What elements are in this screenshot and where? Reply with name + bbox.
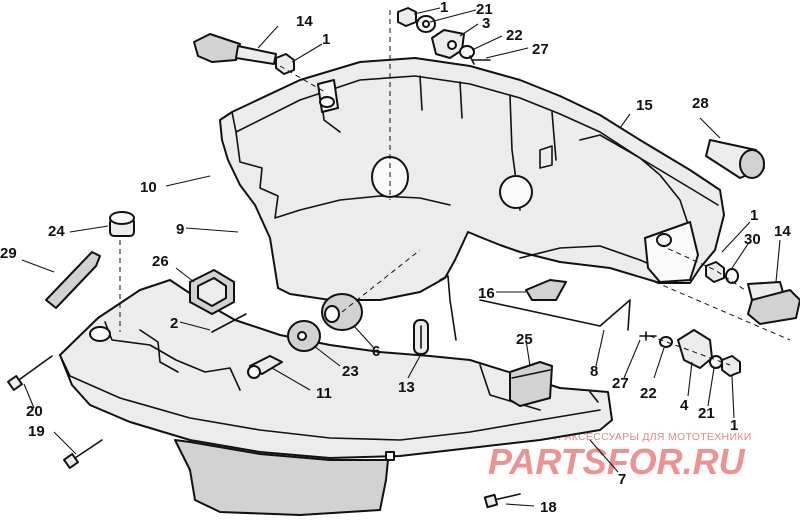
wire-8 bbox=[479, 299, 631, 331]
shell-tag bbox=[385, 451, 395, 461]
nut-bottom-1 bbox=[721, 355, 741, 377]
pin-2 bbox=[211, 313, 247, 333]
assembly-line-right-lower bbox=[654, 281, 791, 341]
callout-24: 24 bbox=[48, 223, 65, 240]
callout-27-bottom: 27 bbox=[612, 375, 629, 392]
callout-26: 26 bbox=[152, 253, 169, 270]
nut-top-left bbox=[275, 53, 295, 75]
callout-10: 10 bbox=[140, 179, 157, 196]
callout-16: 16 bbox=[478, 285, 495, 302]
washer-bottom-21 bbox=[709, 355, 723, 369]
leader-lines bbox=[21, 7, 781, 507]
lower-cover-shell bbox=[59, 279, 613, 516]
callout-6: 6 bbox=[372, 343, 380, 360]
callout-1-top-center: 1 bbox=[440, 0, 448, 16]
callout-14-top: 14 bbox=[296, 13, 313, 30]
shell-boss bbox=[89, 326, 111, 342]
callout-1-top-left: 1 bbox=[322, 31, 330, 48]
slot-clip-13 bbox=[413, 319, 429, 355]
stud-11 bbox=[247, 355, 283, 379]
callout-9: 9 bbox=[176, 221, 184, 238]
callout-22-top: 22 bbox=[506, 27, 523, 44]
bolt-19 bbox=[63, 439, 103, 469]
grommet-24 bbox=[109, 211, 135, 237]
callout-21-bottom: 21 bbox=[698, 405, 715, 422]
washer-30 bbox=[725, 268, 739, 284]
upper-cover-pan bbox=[219, 57, 725, 341]
lever-right bbox=[747, 281, 800, 325]
nut-right-1 bbox=[705, 261, 725, 283]
callout-27-top: 27 bbox=[532, 41, 549, 58]
nut-top-center bbox=[397, 7, 417, 27]
strip-29 bbox=[45, 251, 101, 309]
screw-top-27 bbox=[469, 55, 491, 65]
callout-4: 4 bbox=[680, 397, 689, 414]
lever-top bbox=[193, 33, 277, 65]
callout-20: 20 bbox=[26, 403, 43, 420]
sleeve-28 bbox=[705, 139, 765, 179]
callout-18: 18 bbox=[540, 499, 557, 516]
callout-23: 23 bbox=[342, 363, 359, 380]
callout-22-bottom: 22 bbox=[640, 385, 657, 402]
watermark-logo: PARTSFOR.RU bbox=[488, 441, 746, 482]
washer-bottom-22 bbox=[659, 336, 673, 348]
disc-23 bbox=[287, 320, 321, 352]
bracket-bottom-4 bbox=[677, 329, 713, 369]
washer-top-22 bbox=[459, 45, 475, 59]
callout-29: 29 bbox=[0, 245, 17, 262]
callout-2: 2 bbox=[170, 315, 178, 332]
assembly-line-bumper bbox=[341, 249, 421, 313]
pad-16 bbox=[525, 279, 567, 301]
callout-7: 7 bbox=[618, 471, 626, 488]
pan-boss-right bbox=[499, 175, 533, 209]
assembly-line-right bbox=[659, 244, 746, 291]
callout-3-top: 3 bbox=[482, 15, 490, 32]
shell-bottom-skirt bbox=[174, 439, 389, 516]
callout-19: 19 bbox=[28, 423, 45, 440]
callout-15: 15 bbox=[636, 97, 653, 114]
callout-21-top: 21 bbox=[476, 1, 493, 18]
block-25 bbox=[509, 361, 553, 407]
callout-8: 8 bbox=[590, 363, 598, 380]
callout-11: 11 bbox=[316, 385, 332, 402]
callout-25: 25 bbox=[516, 331, 533, 348]
callout-30: 30 bbox=[744, 231, 761, 248]
callout-28: 28 bbox=[692, 95, 709, 112]
bolt-20 bbox=[7, 355, 53, 391]
callout-13: 13 bbox=[398, 379, 415, 396]
callout-1-right: 1 bbox=[750, 207, 758, 224]
callout-14-right: 14 bbox=[774, 223, 791, 240]
block-26 bbox=[189, 269, 235, 315]
screw-bottom-27 bbox=[639, 331, 657, 341]
callout-1-bottom: 1 bbox=[730, 417, 738, 434]
bolt-18 bbox=[483, 493, 521, 509]
